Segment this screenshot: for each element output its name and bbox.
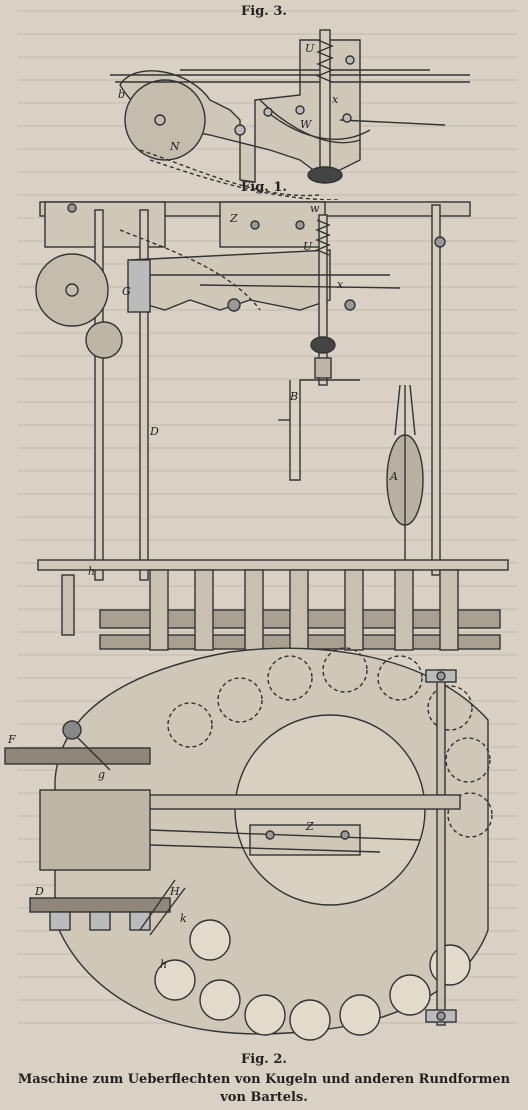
svg-text:U: U	[305, 42, 315, 55]
svg-text:N: N	[169, 140, 180, 153]
svg-text:w: w	[310, 202, 320, 215]
fig3-drawing: U x W N b	[110, 29, 470, 200]
svg-text:G: G	[122, 285, 131, 298]
svg-text:h: h	[160, 958, 167, 971]
svg-text:A: A	[389, 470, 398, 483]
fig2-drawing: F Z g H k D h	[4, 647, 493, 1041]
figure-title-line1: Maschine zum Ueberflechten von Kugeln un…	[17, 1072, 511, 1087]
svg-text:Z: Z	[229, 212, 238, 225]
fig1-drawing: Z w U x A B G h D	[35, 201, 509, 651]
svg-text:k: k	[180, 912, 187, 925]
svg-text:U: U	[303, 240, 313, 253]
fig1-caption: Fig. 1.	[241, 180, 287, 195]
svg-text:D: D	[149, 425, 159, 438]
svg-text:g: g	[98, 768, 105, 781]
svg-text:h: h	[88, 565, 95, 578]
svg-text:F: F	[7, 733, 16, 746]
svg-text:x: x	[332, 93, 339, 106]
svg-text:W: W	[300, 118, 313, 131]
svg-text:B: B	[289, 390, 298, 403]
svg-text:H: H	[169, 885, 180, 898]
svg-text:b: b	[118, 88, 125, 101]
svg-text:x: x	[337, 278, 344, 291]
fig2-caption: Fig. 2.	[241, 1052, 287, 1067]
fig3-caption: Fig. 3.	[241, 4, 287, 19]
svg-text:D: D	[34, 885, 44, 898]
figure-title-line2: von Bartels.	[220, 1090, 308, 1105]
svg-text:Z: Z	[305, 820, 314, 833]
